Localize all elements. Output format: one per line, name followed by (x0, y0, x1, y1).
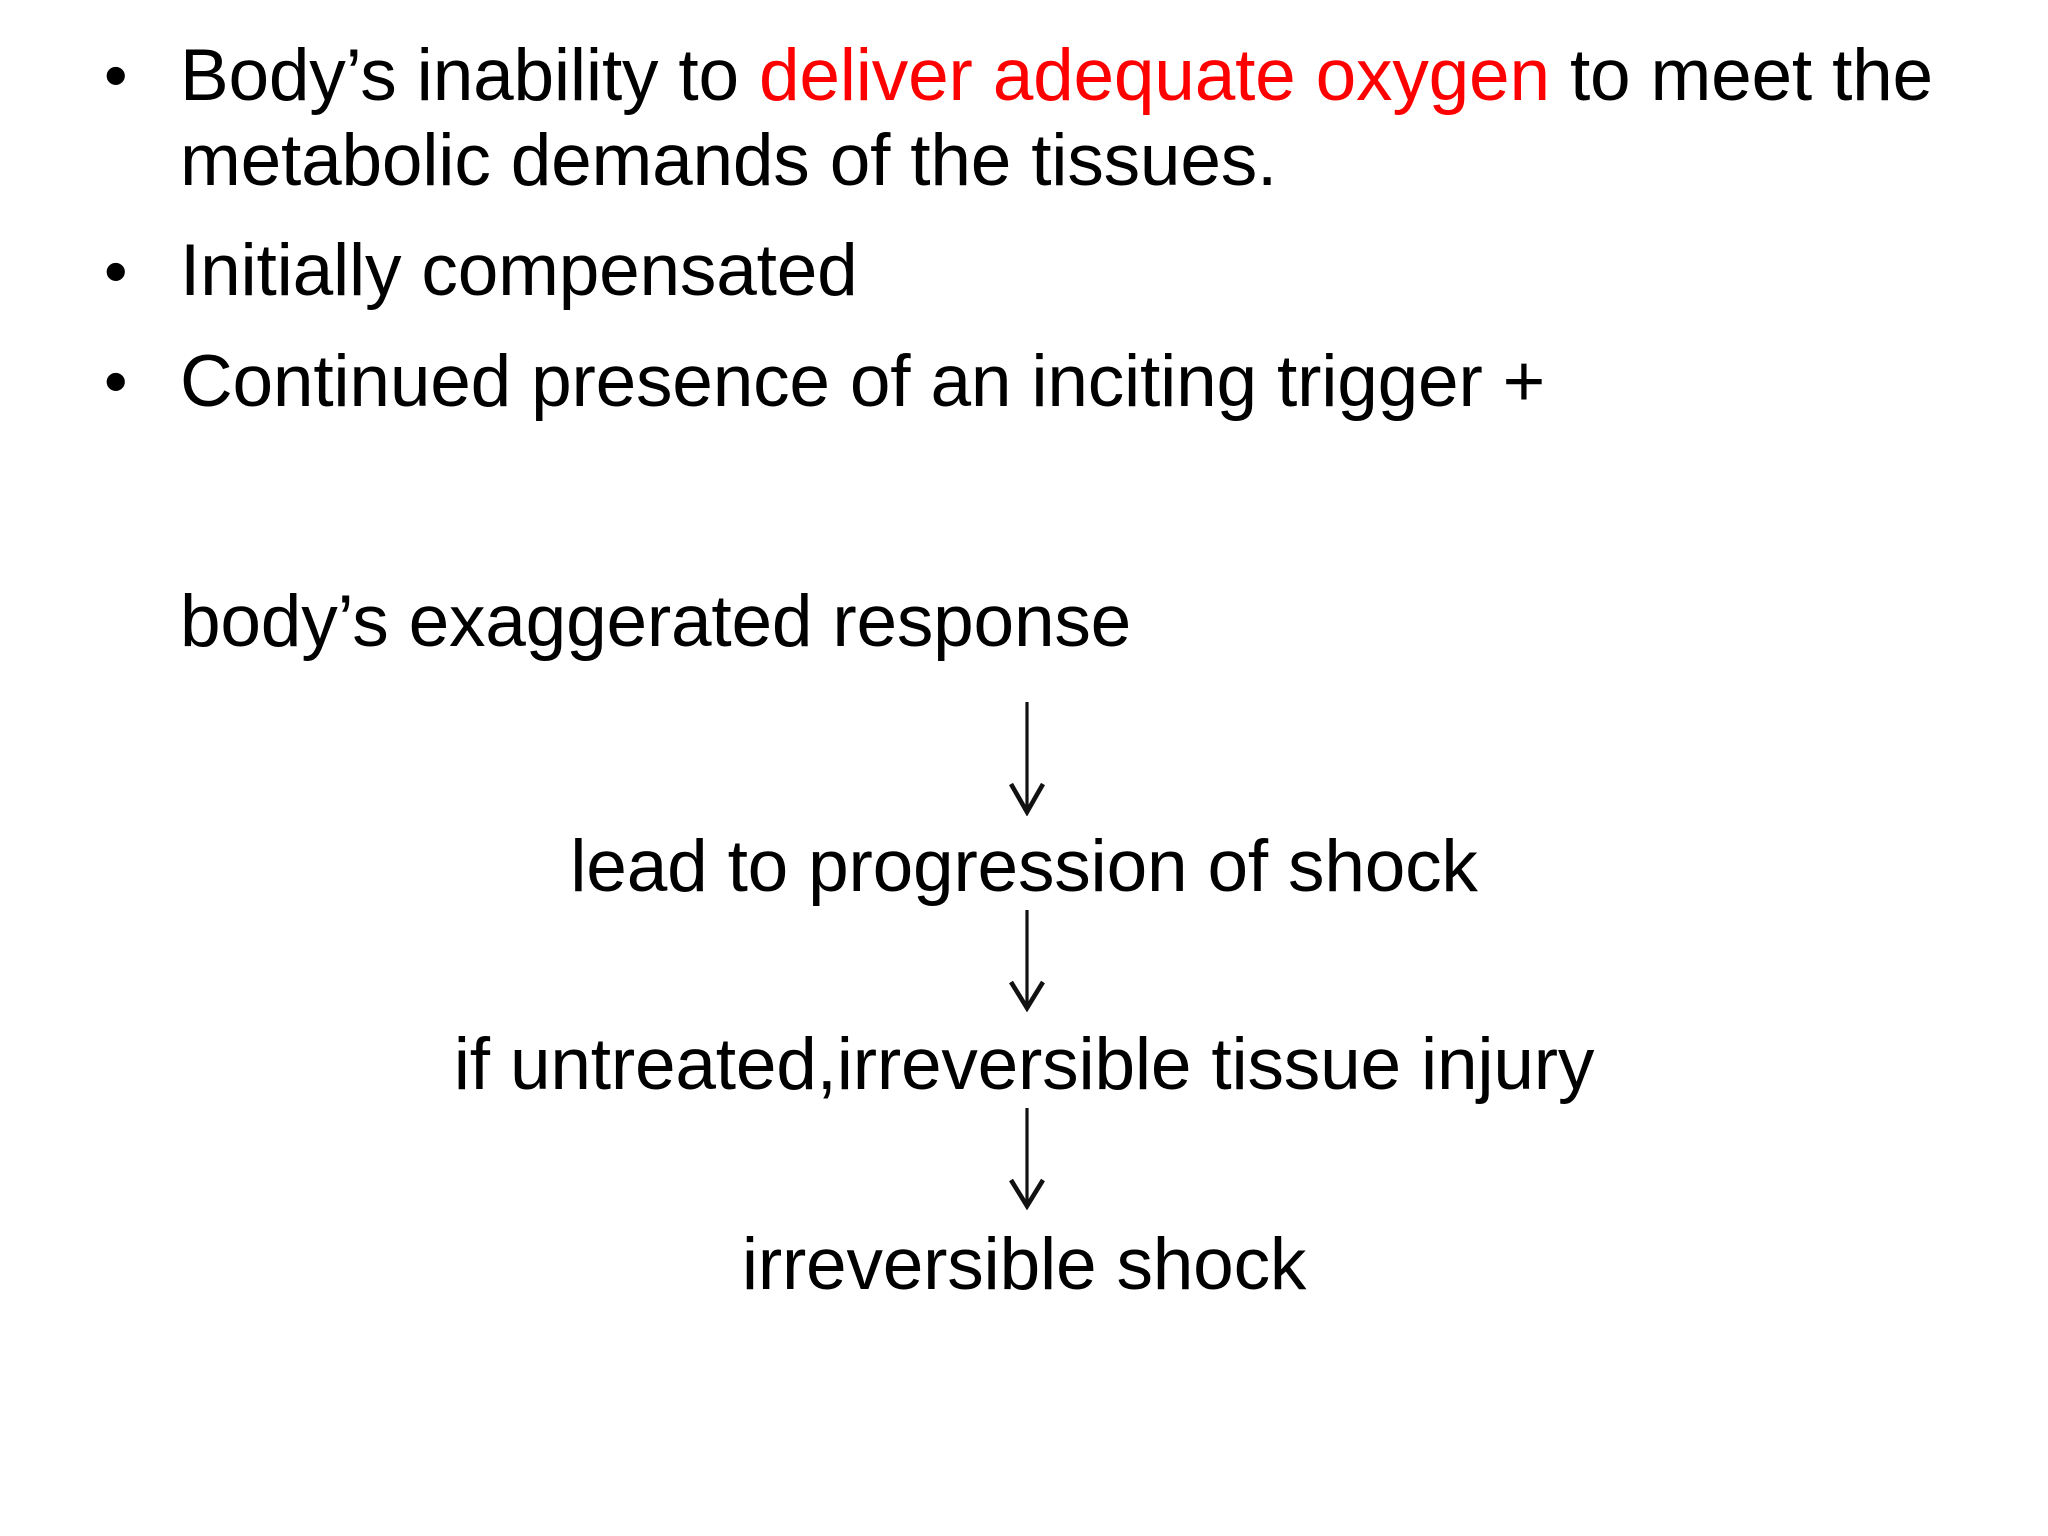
flow-chain: lead to progression of shock if untreate… (0, 700, 2048, 1305)
bullet-item-compensation: • Initially compensated (96, 229, 1976, 314)
bullet-compensation-text: Initially compensated (180, 230, 858, 312)
flow-step-irreversible-shock: irreversible shock (741, 1223, 1307, 1305)
flow-step-tissue-injury: if untreated,irreversible tissue injury (453, 1023, 1595, 1105)
bullet-trigger-text: Continued presence of an inciting trigge… (180, 341, 1546, 423)
bullet-list: • Body’s inability to deliver adequate ox… (96, 34, 1976, 451)
arrow-down-icon (1009, 909, 1045, 1012)
flow-arrow-2-wrap (0, 908, 2048, 1012)
bullet-definition-text-after: to meet the metabolic demands of the tis… (180, 35, 1933, 201)
arrow-down-icon (1009, 1107, 1045, 1210)
flow-arrow-1-wrap (0, 700, 2048, 816)
bullet-item-trigger: • Continued presence of an inciting trigg… (96, 340, 1976, 425)
bullet-trigger-continuation: body’s exaggerated response (180, 581, 1132, 662)
bullet-marker-icon: • (104, 233, 128, 309)
bullet-definition-emphasis: deliver adequate oxygen (758, 35, 1550, 116)
flow-step-progression: lead to progression of shock (570, 826, 1478, 907)
bullet-item-definition: • Body’s inability to deliver adequate ox… (96, 34, 1976, 203)
bullet-marker-icon: • (104, 38, 128, 114)
arrow-down-icon (1009, 702, 1045, 816)
bullet-definition-text-before: Body’s inability to (180, 35, 759, 116)
bullet-marker-icon: • (104, 344, 128, 420)
flow-arrow-3-wrap (0, 1106, 2048, 1210)
